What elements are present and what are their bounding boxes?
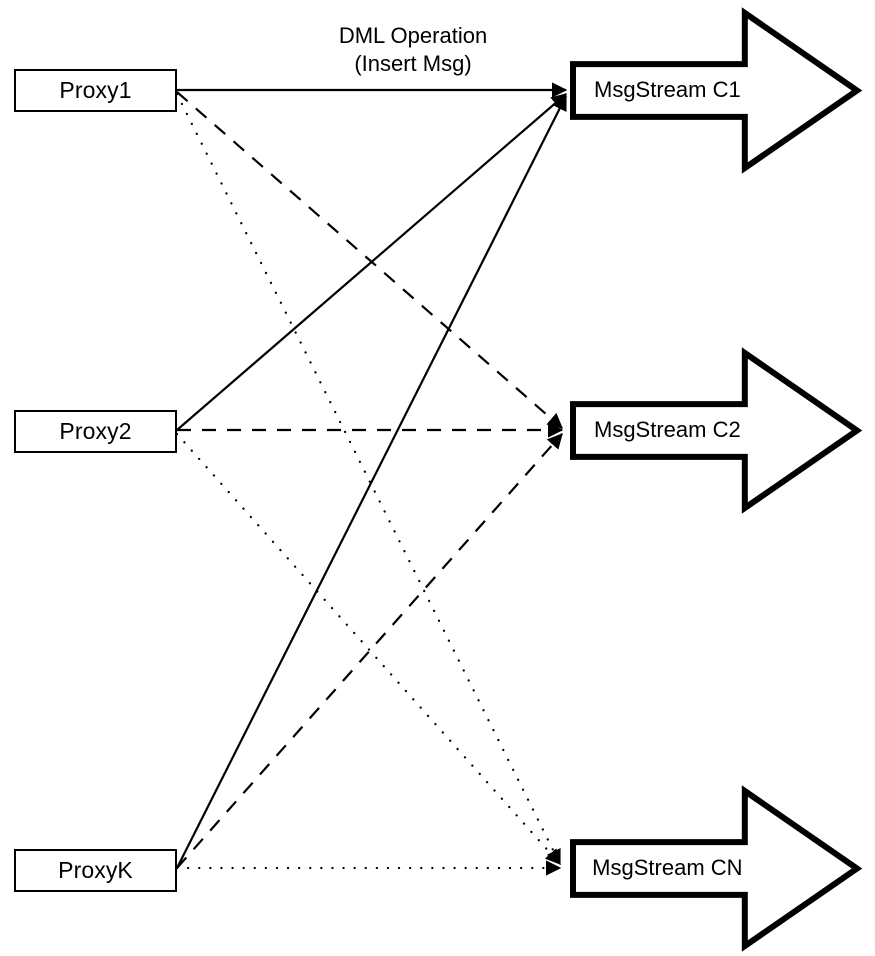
stream-arrow-cn[interactable]: [570, 785, 863, 952]
stream-arrow-c2[interactable]: [570, 347, 863, 514]
stream-label-cn: MsgStream CN: [592, 854, 743, 880]
connection-p2-c1: [176, 93, 567, 431]
stream-arrow-c1[interactable]: [570, 7, 863, 174]
proxy-box-proxy2[interactable]: Proxy2: [14, 410, 177, 453]
proxy-box-proxyk[interactable]: ProxyK: [14, 849, 177, 892]
connection-p2-cn: [175, 432, 562, 866]
stream-label-c2: MsgStream C2: [594, 416, 741, 442]
proxy-box-proxy1[interactable]: Proxy1: [14, 69, 177, 112]
edges: [175, 82, 568, 876]
connection-pk-c1: [176, 94, 567, 869]
edge-caption-line1: DML Operation: [338, 23, 488, 48]
edge-caption: DML Operation (Insert Msg): [283, 22, 543, 77]
connection-p1-cn: [175, 92, 562, 866]
edge-caption-line2: (Insert Msg): [354, 50, 472, 76]
stream-arrow-shapes: [570, 7, 863, 952]
connection-pk-c2: [176, 433, 563, 869]
stream-label-c1: MsgStream C1: [594, 76, 741, 102]
connection-p1-c2: [176, 91, 563, 429]
